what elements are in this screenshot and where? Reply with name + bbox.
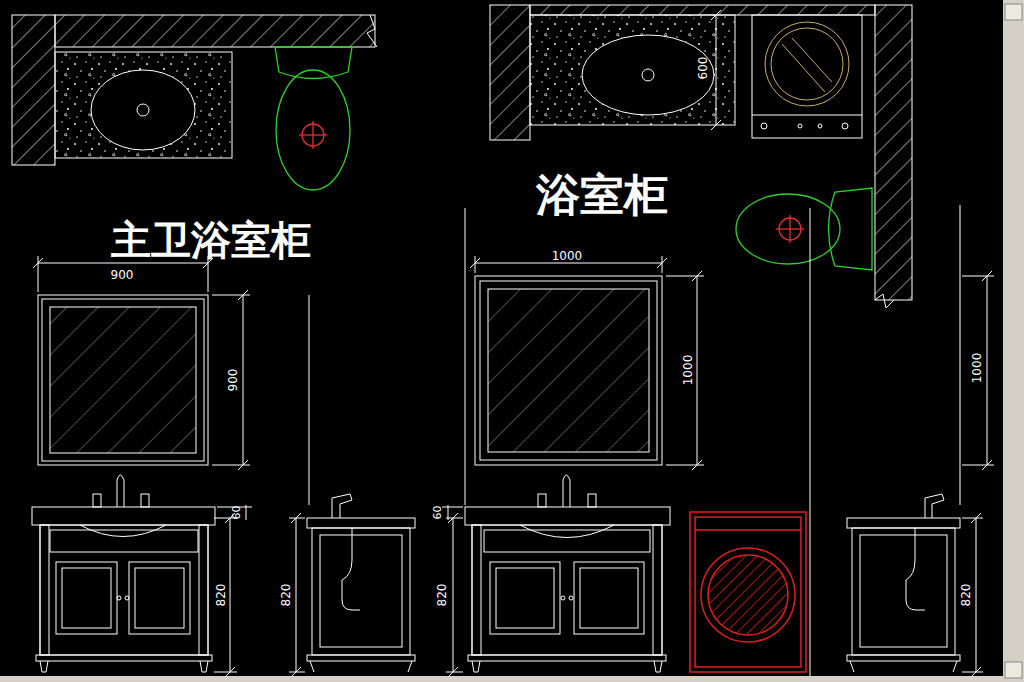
dimension-text: 60 [432, 505, 443, 519]
cabinet-title: 浴室柜 [536, 173, 668, 217]
cabinet-title: 主卫浴室柜 [111, 220, 311, 260]
dimension-text: 820 [436, 584, 448, 607]
dimension-text: 60 [231, 505, 242, 519]
dimension-text: 820 [280, 584, 292, 607]
dimension-text: 1000 [552, 250, 583, 262]
dimension-text: 1000 [971, 353, 983, 384]
dimension-text: 900 [227, 369, 239, 392]
dimension-text: 820 [960, 584, 972, 607]
dimension-text: 600 [697, 57, 709, 80]
dimension-text: 1000 [682, 355, 694, 386]
dimension-text: 820 [215, 584, 227, 607]
dimension-text: 900 [111, 269, 134, 281]
